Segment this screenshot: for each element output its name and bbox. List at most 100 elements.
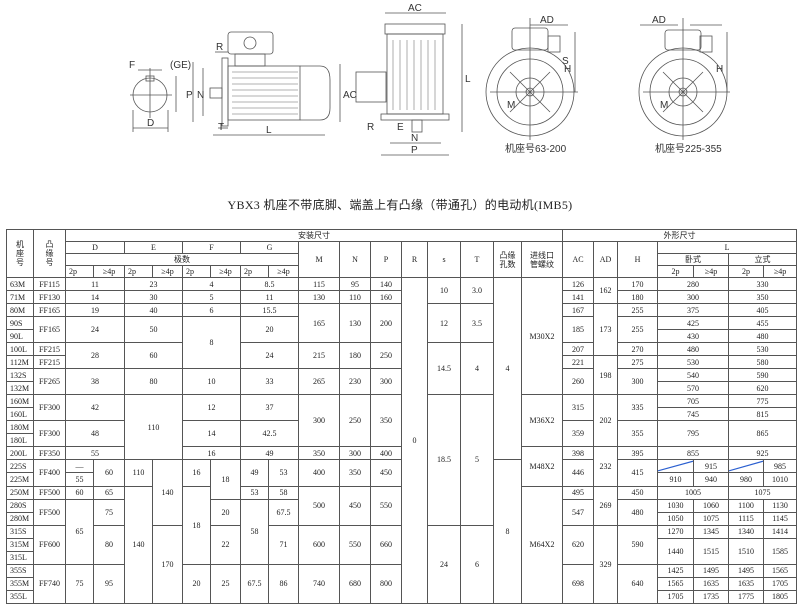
table-cell: 49	[240, 459, 269, 487]
table-cell: 550	[339, 524, 371, 565]
table-cell: 170	[617, 276, 658, 292]
table-cell: 640	[617, 563, 658, 605]
table-cell: 250	[339, 394, 371, 448]
table-cell: 60	[93, 459, 125, 487]
table-cell: 350	[370, 394, 402, 448]
table-cell: 24	[240, 342, 299, 370]
table-cell: 1440	[657, 537, 694, 565]
frame-cell: 250M	[6, 485, 34, 500]
table-cell: 1805	[762, 589, 798, 605]
table-cell: 18	[210, 459, 241, 500]
table-cell: 350	[727, 290, 798, 305]
header-d-2p: 2p	[65, 265, 94, 278]
table-cell: 130	[339, 303, 371, 344]
table-cell: 530	[657, 355, 729, 370]
dim-label-p: P	[186, 90, 193, 101]
table-cell: 1145	[762, 511, 798, 526]
table-cell: 48	[65, 420, 125, 448]
table-cell: 455	[727, 316, 798, 331]
table-cell: 1030	[657, 498, 694, 513]
table-cell: 8	[182, 316, 241, 370]
flange-cell: FF300	[33, 394, 66, 422]
table-cell: 910	[657, 472, 694, 487]
table-cell: 550	[370, 485, 402, 526]
flange-cell: FF165	[33, 303, 66, 318]
header-horizontal: 卧式	[657, 253, 729, 266]
table-cell: 300	[617, 368, 658, 396]
table-cell: 24	[427, 524, 461, 605]
table-cell: 141	[562, 290, 594, 305]
caption-frame-225-355: 机座号225-355	[655, 142, 722, 155]
header-r: R	[401, 241, 428, 278]
table-cell: 20	[240, 316, 299, 344]
table-cell: 28	[65, 342, 125, 370]
table-cell: 4	[493, 276, 522, 461]
table-cell: 660	[370, 524, 402, 565]
table-cell: 1510	[728, 537, 764, 565]
table-cell: 75	[93, 498, 125, 526]
flange-cell: FF165	[33, 316, 66, 344]
dim-label-t: T	[218, 122, 224, 133]
frame-cell: 132M	[6, 381, 34, 396]
header-l-vertical-4p: ≥4p	[762, 265, 798, 278]
table-cell: 1735	[693, 589, 729, 605]
frame-cell: 355L	[6, 589, 34, 605]
dim-label-ac-side: AC	[343, 90, 357, 101]
table-cell: 30	[124, 290, 183, 305]
table-cell: 1005	[657, 485, 729, 500]
table-cell: 1495	[728, 563, 764, 578]
table-cell: 221	[562, 355, 594, 370]
table-cell: 40	[124, 303, 183, 318]
table-cell: 940	[693, 472, 729, 487]
table-cell: 398	[562, 446, 594, 461]
motor-side-view	[192, 31, 341, 136]
table-cell: 740	[298, 563, 340, 605]
table-cell: 620	[562, 524, 594, 565]
table-cell: 5	[182, 290, 241, 305]
table-cell: 130	[298, 290, 340, 305]
table-cell: 207	[562, 342, 594, 357]
header-t: T	[460, 241, 494, 278]
table-cell: 80	[124, 368, 183, 396]
frame-cell: 225S	[6, 459, 34, 474]
table-cell: 925	[727, 446, 798, 461]
header-e-2p: 2p	[124, 265, 153, 278]
table-cell: 230	[339, 368, 371, 396]
table-cell: 5	[460, 394, 494, 526]
header-f-4p: ≥4p	[210, 265, 241, 278]
table-cell: 865	[727, 420, 798, 448]
table-cell: 14	[182, 420, 241, 448]
header-e: E	[124, 241, 183, 254]
table-cell: 1425	[657, 563, 694, 578]
table-cell: 446	[562, 459, 594, 487]
header-g: G	[240, 241, 299, 254]
flange-cell: FF400	[33, 459, 66, 487]
table-cell: 55	[65, 446, 125, 461]
table-cell: 4	[460, 342, 494, 396]
table-cell: 202	[593, 394, 618, 448]
dimension-table: 机座号 凸缘号 安装尺寸 外形尺寸 D E F G M N P R s T 凸缘…	[6, 229, 798, 605]
dim-label-n-front: N	[411, 133, 418, 144]
table-cell: 80	[93, 524, 125, 565]
dim-label-m-small: M	[507, 100, 515, 111]
table-cell: 33	[240, 368, 299, 396]
table-cell: 330	[727, 276, 798, 292]
table-cell: 375	[657, 303, 729, 318]
table-cell: 67.5	[240, 563, 269, 605]
table-cell: 705	[657, 394, 729, 409]
table-cell: 775	[727, 394, 798, 409]
frame-cell: 160M	[6, 394, 34, 409]
header-s: s	[427, 241, 461, 278]
table-cell: 42.5	[240, 420, 299, 448]
table-cell: 280	[657, 276, 729, 292]
table-cell: 1270	[657, 524, 694, 539]
table-cell: 115	[298, 276, 340, 292]
table-cell: 95	[339, 276, 371, 292]
table-cell: 140	[152, 459, 183, 526]
table-cell: 355	[617, 420, 658, 448]
table-cell: 590	[617, 524, 658, 565]
